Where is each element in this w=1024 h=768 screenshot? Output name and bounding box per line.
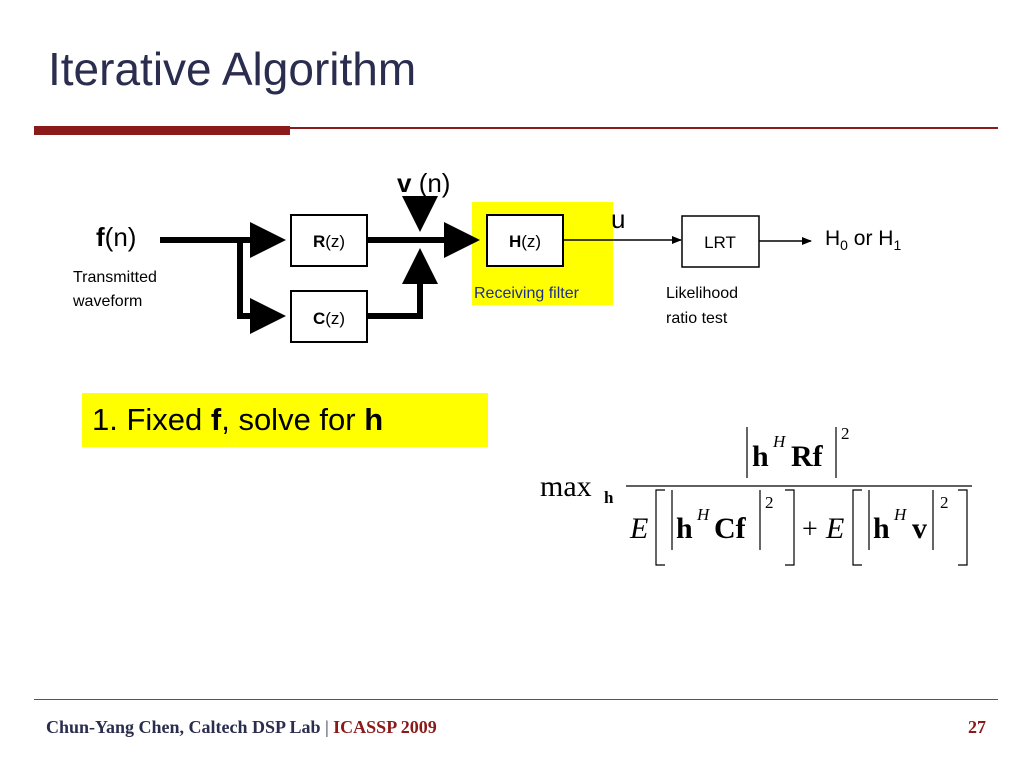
den-bracket-left1 [655, 489, 665, 566]
num-sq: 2 [841, 424, 850, 443]
branch-line [237, 240, 286, 334]
step-callout: 1. Fixed f, solve for h [82, 393, 488, 447]
receiving-filter-label: Receiving filter [474, 285, 580, 302]
den-Cf: Cf [714, 512, 747, 545]
step-prefix: 1. Fixed [92, 402, 211, 437]
block-c-label: C(z) [313, 309, 345, 328]
input-label: f(n) [96, 222, 136, 252]
footer-conference: ICASSP 2009 [333, 717, 437, 737]
lrt-desc-line1: Likelihood [666, 285, 738, 302]
formula-max: max [540, 470, 592, 503]
den-v: v [912, 512, 927, 545]
output-label: H0 or H1 [825, 227, 901, 253]
block-r-label: R(z) [313, 232, 345, 251]
step-var-h: h [364, 402, 384, 437]
step-var-f: f [210, 402, 222, 437]
den-H1: H [696, 505, 711, 524]
den-bracket-left2 [852, 489, 862, 566]
title-rule-thick [34, 126, 290, 135]
den-sq2: 2 [940, 493, 949, 512]
den-h2: h [873, 512, 890, 545]
den-E1: E [629, 512, 648, 545]
den-plus: + [802, 514, 818, 545]
noise-label: v (n) [397, 168, 450, 198]
step-middle: , solve for [221, 402, 365, 437]
den-E2: E [825, 512, 844, 545]
footer-credit: Chun-Yang Chen, Caltech DSP Lab | ICASSP… [46, 717, 437, 738]
objective-formula: max h h H Rf 2 E h H Cf 2 + E h H v 2 [540, 424, 972, 566]
num-Rf: Rf [791, 440, 824, 473]
den-h1: h [676, 512, 693, 545]
slide-title: Iterative Algorithm [48, 43, 417, 95]
u-label: u [611, 204, 625, 234]
den-bracket-right1 [785, 489, 795, 566]
num-h: h [752, 440, 769, 473]
footer-author: Chun-Yang Chen, Caltech DSP Lab [46, 717, 321, 737]
input-desc-line2: waveform [72, 293, 142, 310]
title-rule-thin [290, 127, 998, 129]
page-number: 27 [968, 717, 986, 737]
block-lrt-label: LRT [704, 233, 736, 252]
lrt-desc-line2: ratio test [666, 310, 728, 327]
footer-rule [34, 699, 998, 700]
block-h-label: H(z) [509, 232, 541, 251]
num-H: H [772, 432, 787, 451]
formula-max-sub: h [604, 488, 614, 507]
block-c [290, 290, 368, 343]
den-sq1: 2 [765, 493, 774, 512]
c-to-sum-line [367, 248, 438, 319]
input-desc-line1: Transmitted [73, 269, 157, 286]
block-lrt [681, 215, 760, 268]
den-bracket-right2 [958, 489, 968, 566]
den-H2: H [893, 505, 908, 524]
footer-separator: | [325, 717, 329, 737]
